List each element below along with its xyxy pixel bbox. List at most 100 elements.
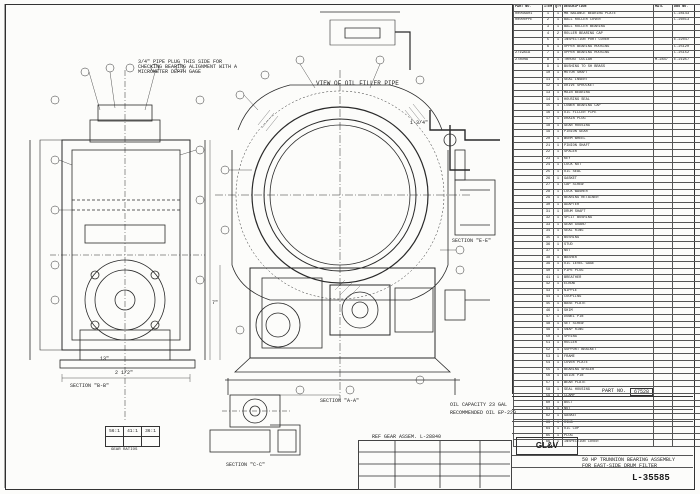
parts-list-cell: MATL xyxy=(653,4,673,12)
parts-list-cell xyxy=(513,83,543,91)
parts-list-cell: 1 xyxy=(553,215,563,223)
parts-list-cell: 7 xyxy=(542,50,554,58)
parts-list-cell xyxy=(513,333,543,342)
parts-list-cell: L-25152 xyxy=(672,50,700,58)
parts-list-cell xyxy=(513,201,543,210)
parts-list-cell: 1 xyxy=(553,267,563,276)
drawing-number: L-35585 xyxy=(632,473,670,483)
parts-list-cell: SHIM xyxy=(562,307,654,315)
parts-list-cell xyxy=(672,109,700,118)
parts-list-cell: 1 xyxy=(553,208,563,216)
parts-list-cell: 1 xyxy=(553,36,563,45)
parts-list-cell: 1 xyxy=(553,56,563,65)
parts-list-cell: SPACER xyxy=(562,149,654,157)
parts-list-cell xyxy=(672,327,700,335)
parts-list-cell xyxy=(653,373,673,381)
parts-list-cell: 49 xyxy=(542,327,554,335)
parts-list-cell xyxy=(513,195,543,203)
parts-list-cell: THRUST COLLAR xyxy=(562,56,654,65)
parts-list-cell xyxy=(653,76,673,85)
parts-list-cell xyxy=(653,313,673,322)
parts-list-cell: BEARING SPACER xyxy=(562,366,654,375)
parts-list-cell: BREATHER xyxy=(562,274,654,282)
dimension-label: 13" xyxy=(100,356,110,362)
parts-list-cell: ROLLER BEARING CAP xyxy=(562,30,654,38)
recommended-oil-note: RECOMMENDED OIL EP-220 xyxy=(450,410,517,416)
parts-list-cell xyxy=(653,168,673,177)
parts-list-cell xyxy=(513,373,543,381)
parts-list-cell xyxy=(672,89,700,98)
parts-list-cell: UPPER BEARING HOUSING xyxy=(562,50,654,58)
parts-list-cell xyxy=(653,201,673,210)
parts-list-cell xyxy=(672,346,700,355)
parts-list-cell xyxy=(513,287,543,296)
parts-list-cell xyxy=(672,254,700,263)
parts-list-cell: DRUM SHAFT xyxy=(562,208,654,216)
parts-list-cell xyxy=(672,379,700,388)
parts-list-cell: SPRING xyxy=(562,333,654,342)
parts-list-cell: 45 xyxy=(542,300,554,309)
parts-list-cell xyxy=(653,142,673,151)
parts-list-cell xyxy=(513,155,543,164)
parts-list-cell: 6 xyxy=(542,43,554,52)
parts-list-cell: 11 xyxy=(542,76,554,85)
parts-list-cell: MB BALANCE BEARING PLATE xyxy=(562,10,654,19)
parts-list-cell: 37 xyxy=(542,247,554,256)
parts-list-cell: 1 xyxy=(553,300,563,309)
parts-list-cell: L-28143 xyxy=(672,10,700,19)
parts-list-cell xyxy=(672,122,700,131)
parts-list-cell: 19 xyxy=(542,129,554,137)
parts-list-cell xyxy=(653,320,673,329)
parts-list-cell xyxy=(513,366,543,375)
parts-list-cell xyxy=(513,135,543,144)
parts-list-cell xyxy=(672,102,700,111)
parts-list-cell: 1 xyxy=(553,195,563,203)
parts-list-cell xyxy=(513,379,543,388)
parts-list-cell xyxy=(672,373,700,381)
parts-list-cell xyxy=(653,215,673,223)
parts-list-cell xyxy=(513,228,543,236)
parts-list-cell xyxy=(653,23,673,32)
parts-list-cell: 1 xyxy=(553,50,563,58)
parts-list-cell xyxy=(513,346,543,355)
parts-list-cell: 40 xyxy=(542,267,554,276)
parts-list-cell xyxy=(513,89,543,98)
parts-list-cell: NUT xyxy=(562,247,654,256)
parts-list-cell: LOCK WASHER xyxy=(562,188,654,197)
parts-list-cell: WORM WHEEL xyxy=(562,135,654,144)
parts-list-cell: 1 xyxy=(553,333,563,342)
parts-list-cell: FRAME xyxy=(562,353,654,362)
parts-list-cell: PART NO. xyxy=(513,4,543,12)
parts-list-cell xyxy=(672,439,700,447)
parts-list-cell: 1 xyxy=(553,327,563,335)
parts-list-cell xyxy=(653,221,673,230)
parts-list-cell xyxy=(653,50,673,58)
section-aa-label: SECTION "A-A" xyxy=(320,398,360,404)
parts-list-cell: 1 xyxy=(553,17,563,25)
parts-list-cell xyxy=(672,129,700,137)
parts-list-cell: 50 xyxy=(542,333,554,342)
parts-list-cell: 1 xyxy=(553,366,563,375)
parts-list-cell: STUD xyxy=(562,241,654,249)
parts-list-cell xyxy=(672,116,700,124)
parts-list-cell xyxy=(653,36,673,45)
parts-list-cell xyxy=(672,83,700,91)
parts-list-cell xyxy=(653,102,673,111)
parts-list-cell xyxy=(653,10,673,19)
parts-list-cell: BEARING RETAINER xyxy=(562,195,654,203)
